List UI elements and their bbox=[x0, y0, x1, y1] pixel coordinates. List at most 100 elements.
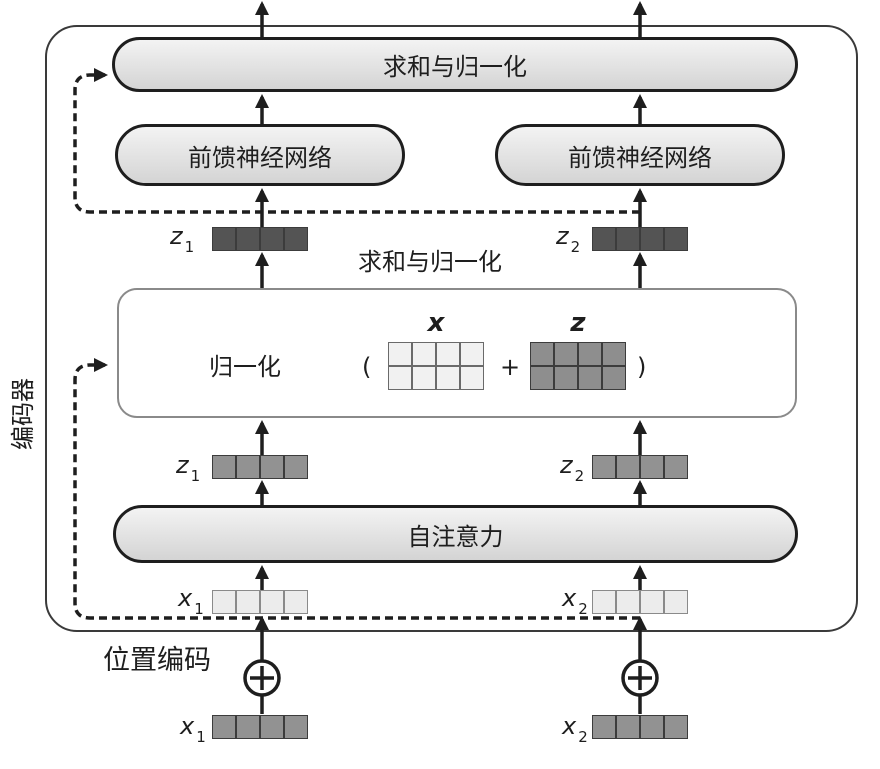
matrix-z-label: z bbox=[570, 308, 586, 338]
matrix-cell bbox=[530, 342, 554, 366]
ffn-box-right: 前馈神经网络 bbox=[495, 124, 785, 186]
matrix-cell bbox=[554, 366, 578, 390]
matrix-cell bbox=[602, 342, 626, 366]
x2-bottom-var: x bbox=[562, 712, 577, 740]
vector-cell bbox=[212, 455, 236, 479]
vector-cell bbox=[616, 590, 640, 614]
vector-cell bbox=[212, 227, 236, 251]
vector-cell bbox=[260, 715, 284, 739]
vector-cell bbox=[284, 455, 308, 479]
x1-mid-vector bbox=[212, 590, 308, 614]
matrix-cell bbox=[578, 366, 602, 390]
residual-connection-upper bbox=[73, 68, 640, 214]
matrix-x-label: x bbox=[427, 308, 445, 338]
z2-mid-var: z bbox=[560, 451, 573, 479]
matrix-z bbox=[530, 342, 626, 390]
vector-cell bbox=[616, 715, 640, 739]
paren-open: ( bbox=[362, 353, 372, 381]
x2-bottom-sub: 2 bbox=[578, 728, 588, 746]
norm-label: 归一化 bbox=[209, 353, 281, 381]
vector-cell bbox=[236, 227, 260, 251]
z2-mid-vector bbox=[592, 455, 688, 479]
matrix-cell bbox=[412, 366, 436, 390]
vector-cell bbox=[592, 455, 616, 479]
vector-cell bbox=[236, 715, 260, 739]
encoder-frame bbox=[45, 25, 858, 632]
vector-cell bbox=[616, 455, 640, 479]
vector-cell bbox=[212, 590, 236, 614]
z2-top-sub: 2 bbox=[570, 238, 581, 256]
x2-mid-vector bbox=[592, 590, 688, 614]
vector-cell bbox=[284, 715, 308, 739]
vector-cell bbox=[640, 590, 664, 614]
add-icon bbox=[621, 659, 659, 697]
vector-cell bbox=[260, 590, 284, 614]
positional-encoding-label: 位置编码 bbox=[103, 645, 211, 676]
matrix-cell bbox=[412, 342, 436, 366]
z1-top-var: z bbox=[170, 222, 183, 250]
self-attention-label: 自注意力 bbox=[407, 522, 504, 551]
add-icon bbox=[243, 659, 281, 697]
x1-bottom-var: x bbox=[180, 712, 195, 740]
z1-mid-sub: 1 bbox=[190, 467, 201, 485]
matrix-cell bbox=[530, 366, 554, 390]
x2-mid-var: x bbox=[562, 584, 577, 612]
z2-mid-sub: 2 bbox=[574, 467, 585, 485]
plus-sign: + bbox=[500, 353, 521, 381]
vector-cell bbox=[212, 715, 236, 739]
vector-cell bbox=[664, 715, 688, 739]
mid-add-norm-label: 求和与归一化 bbox=[358, 248, 502, 276]
matrix-cell bbox=[436, 342, 460, 366]
x1-mid-var: x bbox=[178, 584, 193, 612]
vector-cell bbox=[284, 227, 308, 251]
vector-cell bbox=[260, 227, 284, 251]
matrix-cell bbox=[602, 366, 626, 390]
x2-mid-sub: 2 bbox=[578, 600, 588, 618]
ffn-label-right: 前馈神经网络 bbox=[568, 143, 712, 172]
vector-cell bbox=[640, 715, 664, 739]
matrix-cell bbox=[578, 342, 602, 366]
top-add-norm-label: 求和与归一化 bbox=[383, 53, 527, 81]
vector-cell bbox=[664, 455, 688, 479]
matrix-cell bbox=[388, 342, 412, 366]
vector-cell bbox=[592, 590, 616, 614]
x1-mid-sub: 1 bbox=[194, 600, 204, 618]
z2-top-var: z bbox=[556, 222, 569, 250]
x1-bottom-vector bbox=[212, 715, 308, 739]
matrix-x bbox=[388, 342, 484, 390]
vector-cell bbox=[664, 227, 688, 251]
matrix-cell bbox=[554, 342, 578, 366]
matrix-cell bbox=[460, 342, 484, 366]
vector-cell bbox=[236, 590, 260, 614]
z2-top-vector bbox=[592, 227, 688, 251]
vector-cell bbox=[664, 590, 688, 614]
x1-bottom-sub: 1 bbox=[196, 728, 206, 746]
vector-cell bbox=[236, 455, 260, 479]
matrix-cell bbox=[436, 366, 460, 390]
z1-top-vector bbox=[212, 227, 308, 251]
ffn-box-left: 前馈神经网络 bbox=[115, 124, 405, 186]
z1-top-sub: 1 bbox=[184, 238, 195, 256]
ffn-label-left: 前馈神经网络 bbox=[188, 143, 332, 172]
norm-box: 归一化 ( x + z ) bbox=[117, 288, 797, 418]
vector-cell bbox=[284, 590, 308, 614]
vector-cell bbox=[616, 227, 640, 251]
matrix-cell bbox=[388, 366, 412, 390]
z1-mid-vector bbox=[212, 455, 308, 479]
vector-cell bbox=[260, 455, 284, 479]
vector-cell bbox=[640, 227, 664, 251]
top-add-norm-box: 求和与归一化 bbox=[112, 37, 798, 92]
vector-cell bbox=[640, 455, 664, 479]
paren-close: ) bbox=[637, 353, 647, 381]
matrix-cell bbox=[460, 366, 484, 390]
self-attention-box: 自注意力 bbox=[113, 505, 798, 563]
